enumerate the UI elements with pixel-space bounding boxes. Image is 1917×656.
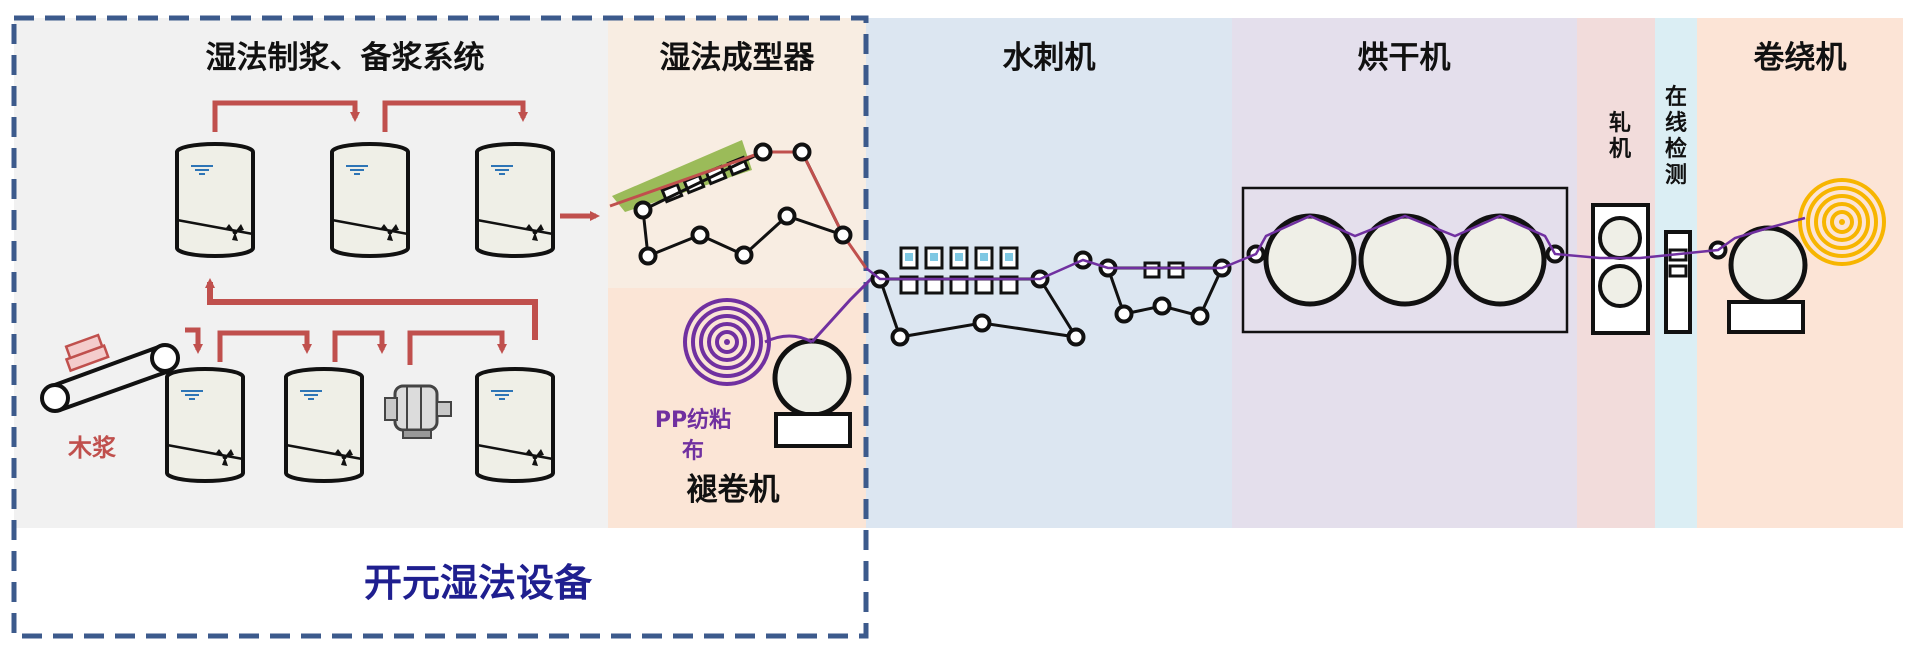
roller-icon [633,200,653,220]
calender-roll-icon [1598,216,1642,260]
vertical-title-char: 测 [1665,163,1687,188]
roller-icon [777,206,797,226]
water-jet-heads [899,246,1019,295]
section-title-calender: 轧机 [1609,110,1631,162]
finished-roll-spiral-icon [1798,178,1886,266]
pp-spunbond-label-line1: PP纺粘 [655,407,731,433]
pp-web-line [810,276,874,344]
flow-arrow [205,278,538,340]
tank-icon [165,367,245,483]
roller-icon [753,142,773,162]
flow-arrow [332,330,387,362]
wetlaid-boundary [11,15,869,639]
main-web-path [865,214,1806,281]
pp-web-line [764,334,813,344]
flow-arrow [212,100,360,132]
section-title-dryer: 烘干机 [1358,40,1451,76]
roller-icon [690,225,710,245]
roller-icon [1066,327,1086,347]
roller-icon [734,245,754,265]
roller-icon [1114,304,1134,324]
roller-icon [890,327,910,347]
section-title-pulping: 湿法制浆、备浆系统 [206,40,485,76]
winder-roll-icon [1728,225,1808,305]
flow-arrow [407,330,507,365]
tank-icon [330,142,410,258]
vertical-title-char: 轧 [1609,110,1631,136]
winder-stand [1727,300,1805,334]
section-title-hydroentangle: 水刺机 [1003,40,1096,76]
vertical-title-char: 线 [1665,110,1687,136]
roller-icon [972,313,992,333]
tank-icon [175,142,255,258]
section-title-unwinder: 褪卷机 [687,472,780,508]
roller-icon [1190,306,1210,326]
pump-icon [384,384,452,439]
conveyor-icon [40,333,180,413]
vertical-title-char: 机 [1609,137,1631,162]
flow-arrow [382,100,528,132]
flow-arrow [185,327,203,354]
vertical-title-char: 在 [1665,84,1687,110]
wood-pulp-label: 木浆 [67,434,117,462]
vertical-title-char: 检 [1665,136,1687,162]
section-title-forming: 湿法成型器 [660,40,816,76]
calender-roll-icon [1598,264,1642,308]
roller-icon [833,225,853,245]
roller-icon [638,246,658,266]
pp-spunbond-label-line2: 布 [682,438,704,464]
roller-icon [1152,296,1172,316]
section-title-winder: 卷绕机 [1754,40,1847,76]
tank-icon [475,367,555,483]
unwinder-roll-icon [772,338,852,448]
inspection-sensor [1664,230,1692,334]
wetlaid-equipment-label: 开元湿法设备 [364,561,593,605]
inspection-sensor-head [1668,264,1688,278]
flow-arrow [217,330,312,362]
tank-icon [475,142,555,258]
roller-icon [792,142,812,162]
section-title-inspection: 在线检测 [1665,84,1687,188]
pp-spunbond-spiral-icon [683,298,771,386]
tank-icon [284,367,364,483]
